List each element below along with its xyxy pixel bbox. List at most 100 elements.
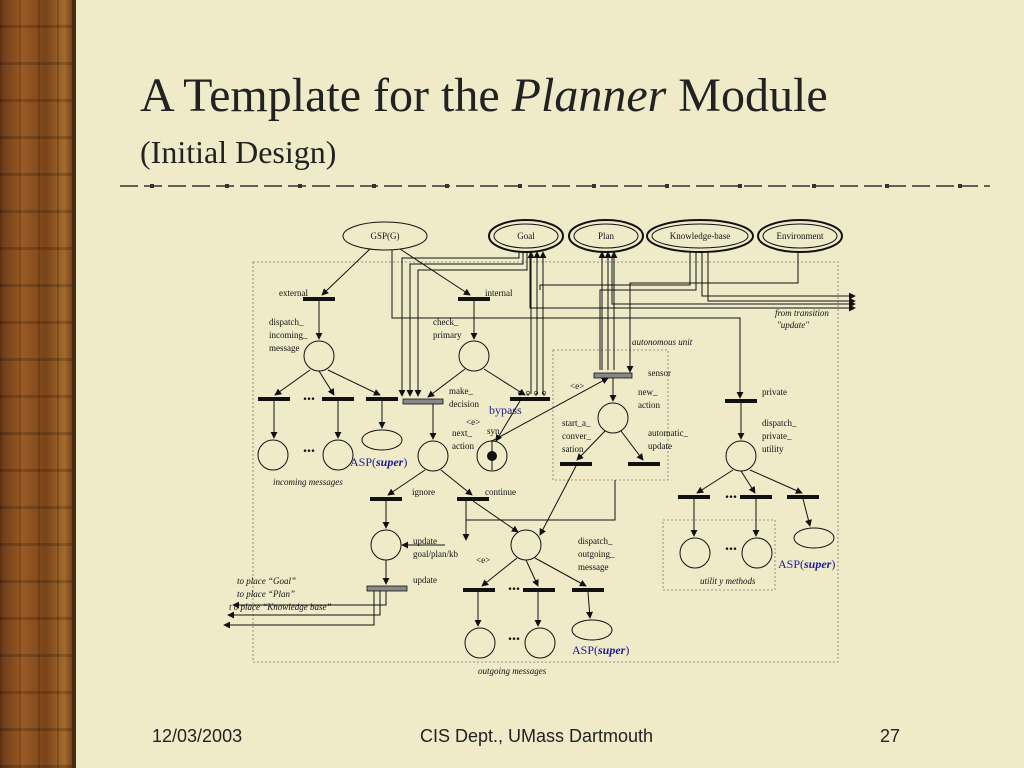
transition-automatic-update [628,462,660,466]
ellipsis-incoming-transitions: ... [303,387,315,404]
private-label: private [762,387,787,397]
place-gsp [342,221,428,251]
transition-outgoing-a [463,588,495,592]
to-place-kb: t o place “Knowledge base” [229,602,332,612]
transition-outgoing-c [572,588,604,592]
start-conversation-l1: start_a_ [562,418,591,428]
continue-label: continue [485,487,516,497]
syn-label: syn [487,426,500,436]
new-action-l2: action [638,400,660,410]
footer-date: 12/03/2003 [152,726,243,746]
sensor-label: sensor [648,368,671,378]
dispatch-incoming-l2: incoming_ [269,330,308,340]
place-asp-outgoing [571,619,613,641]
title-divider [120,184,990,188]
dispatch-private-l3: utility [762,444,784,454]
title-emphasis: Planner [511,69,667,122]
place-dispatch-incoming [303,340,335,372]
check-primary-l1: check_ [433,317,459,327]
place-utility-a [679,537,711,569]
slide-subtitle: (Initial Design) [140,134,337,170]
place-asp-incoming [361,429,403,451]
transition-outgoing-b [523,588,555,592]
dispatch-incoming-l3: message [269,343,300,353]
transition-dispatch-c [366,397,398,401]
place-check-primary [458,340,490,372]
knowledge-base-label: Knowledge-base [670,231,730,241]
transition-continue [457,497,489,501]
ellipsis-utility-transitions: ... [725,485,737,502]
transition-dispatch-b [322,397,354,401]
check-primary-l2: primary [433,330,462,340]
sensor-e-label: <e> [570,381,584,391]
dispatch-outgoing-l1: dispatch_ [578,536,613,546]
outgoing-messages-label: outgoing messages [478,666,547,676]
place-incoming-b [322,439,354,471]
private-unit-boundary [662,519,776,591]
external-label: external [279,288,308,298]
transition-utility-a [678,495,710,499]
update-gpk-l1: update_ [413,536,442,546]
module-boundary [252,261,839,663]
utility-methods-label: utilit y methods [700,576,756,586]
ellipsis-outgoing-transitions: ... [508,577,520,594]
place-update-gpk [370,529,402,561]
transition-utility-b [740,495,772,499]
transition-dispatch-a [258,397,290,401]
to-place-goal: to place “Goal” [237,576,296,586]
dispatch-incoming-l1: dispatch_ [269,317,304,327]
start-conversation-l2: conver_ [562,431,591,441]
transition-make-decision [402,398,444,405]
autonomous-unit-boundary [552,349,669,481]
ellipsis-incoming-places: ... [303,439,315,456]
place-new-action [597,402,629,434]
place-dispatch-private [725,440,757,472]
make-decision-l2: decision [449,399,479,409]
place-incoming-a [257,439,289,471]
place-outgoing-a [464,627,496,659]
from-transition-label: from transition [775,308,829,318]
place-outgoing-b [524,627,556,659]
slide-title: A Template for the Planner Module [140,68,828,123]
asp-super-utility: ASP(super) [778,557,835,571]
dispatch-outgoing-l2: outgoing_ [578,549,615,559]
next-action-l2: action [452,441,474,451]
dispatch-private-l2: private_ [762,431,792,441]
bypass-label: bypass [489,403,522,417]
title-suffix: Module [666,69,828,122]
update-gpk-e-label: <e> [476,555,490,565]
transition-private [725,399,757,403]
ellipsis-utility-places: ... [725,537,737,554]
incoming-messages-label: incoming messages [273,477,343,487]
new-action-l1: new_ [638,387,658,397]
update-label: update [413,575,437,585]
asp-super-incoming: ASP(super) [350,455,407,469]
title-prefix: A Template for the [140,69,512,122]
ellipsis-outgoing-places: ... [508,627,520,644]
transition-bypass [510,397,550,401]
environment-label: Environment [777,231,824,241]
plan-label: Plan [598,231,615,241]
automatic-update-l1: automatic_ [648,428,688,438]
internal-label: internal [485,288,513,298]
place-asp-utility [793,527,835,549]
footer-department: CIS Dept., UMass Dartmouth [420,726,654,746]
asp-super-outgoing: ASP(super) [572,643,629,657]
next-action-e-label: <e> [466,417,480,427]
gsp-label: GSP(G) [370,231,399,241]
transition-ignore [370,497,402,501]
next-action-l1: next_ [452,428,472,438]
dispatch-outgoing-l3: message [578,562,609,572]
place-utility-b [741,537,773,569]
footer-page-number: 27 [880,726,901,746]
transition-external [303,297,335,301]
place-next-action [417,440,449,472]
place-dispatch-outgoing [510,529,542,561]
goal-label: Goal [517,231,535,241]
transition-start-conversation [560,462,592,466]
to-place-plan: to place “Plan” [237,589,295,599]
transition-sensor [593,372,633,379]
transition-utility-c [787,495,819,499]
decorative-border [0,0,76,768]
